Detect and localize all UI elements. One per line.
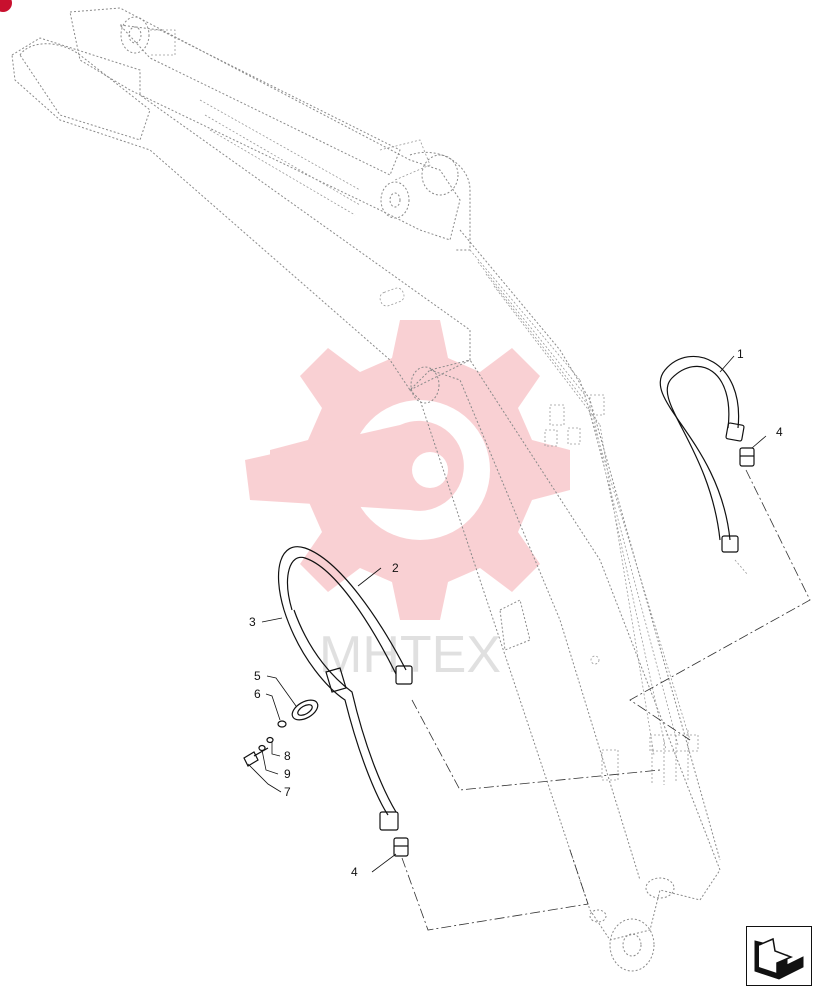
callout-4-upper: 4 (776, 425, 783, 439)
callout-5: 5 (254, 669, 261, 683)
callout-7: 7 (284, 785, 291, 799)
callout-2: 2 (392, 561, 399, 575)
hose-part-1 (659, 355, 749, 576)
fitting-part-4-lower (393, 837, 409, 857)
red-dot-icon (0, 0, 12, 12)
callout-6: 6 (254, 687, 261, 701)
watermark-gear-icon (270, 320, 570, 620)
callout-8: 8 (284, 749, 291, 763)
hose-part-2 (277, 546, 413, 685)
washer-part-8 (266, 736, 274, 744)
routing-lines (401, 469, 811, 931)
boom-arm-phantom (11, 7, 721, 972)
watermark-wrench-icon (245, 420, 464, 511)
clamp-part-5 (291, 699, 319, 721)
bolt-part-7 (243, 747, 269, 767)
fitting-part-4-upper (739, 447, 755, 467)
callout-4-lower: 4 (351, 865, 358, 879)
next-page-arrow-icon (754, 937, 804, 980)
leader-lines (247, 355, 767, 873)
callout-labels: 1 2 3 4 4 5 6 7 8 9 (249, 347, 783, 879)
watermark-text: MHTEX (319, 626, 501, 684)
watermark-logo: MHTEX (245, 320, 570, 684)
callout-3: 3 (249, 615, 256, 629)
washer-part-6 (277, 720, 287, 728)
hose-part-3 (283, 609, 399, 831)
callout-9: 9 (284, 767, 291, 781)
next-page-button[interactable] (746, 926, 812, 986)
callout-1: 1 (737, 347, 744, 361)
